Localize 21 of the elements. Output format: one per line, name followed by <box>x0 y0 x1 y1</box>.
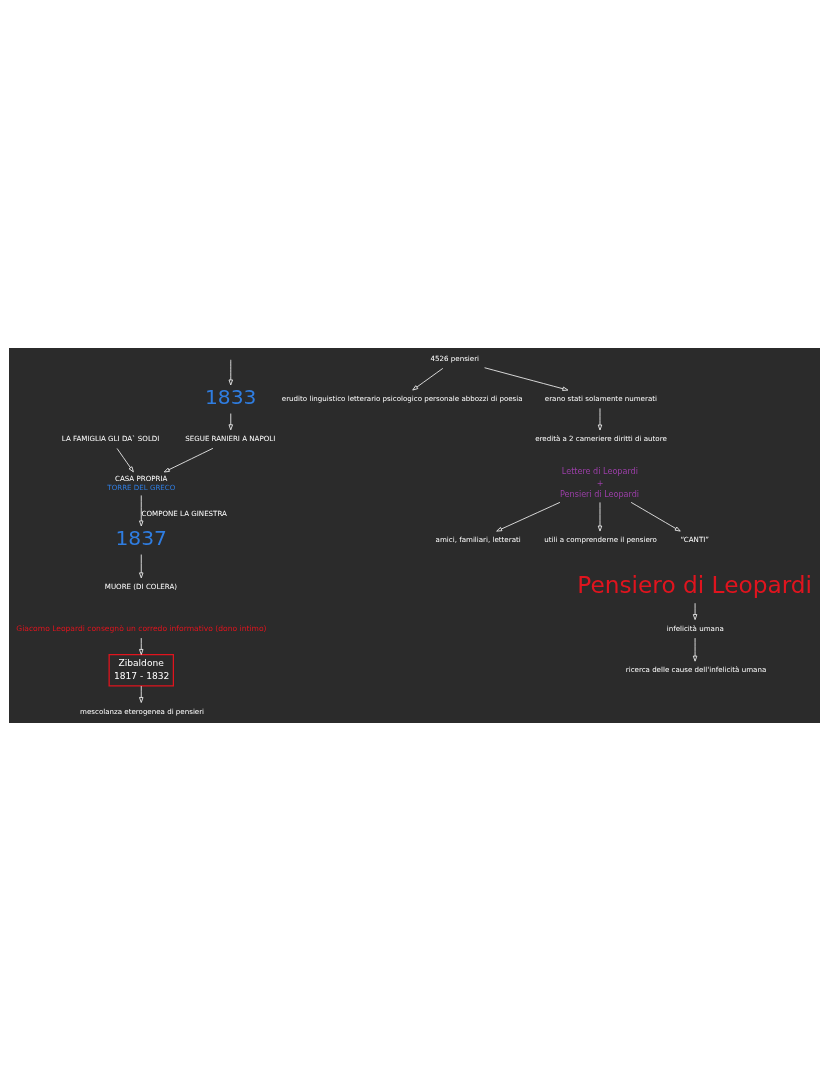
node-text: 1833 <box>204 384 256 409</box>
arrow <box>692 637 697 662</box>
arrow <box>692 602 697 620</box>
node-text: Pensiero di Leopardi <box>576 570 812 598</box>
node-text: Lettere di Leopardi + Pensieri di Leopardi <box>559 465 639 499</box>
arrow <box>138 685 143 703</box>
node-box: Zibaldone 1817 - 1832 <box>108 653 174 687</box>
arrow <box>116 447 134 472</box>
arrow <box>411 367 443 390</box>
arrow <box>138 553 143 578</box>
arrow <box>163 447 213 472</box>
arrow <box>228 358 233 385</box>
arrow <box>228 412 233 430</box>
node-text: 1837 <box>114 525 167 550</box>
arrow <box>483 366 568 391</box>
arrow <box>138 494 143 526</box>
arrow <box>495 501 560 532</box>
arrow <box>138 637 143 655</box>
arrow <box>597 501 602 531</box>
arrow <box>630 501 681 532</box>
arrow <box>597 407 602 430</box>
